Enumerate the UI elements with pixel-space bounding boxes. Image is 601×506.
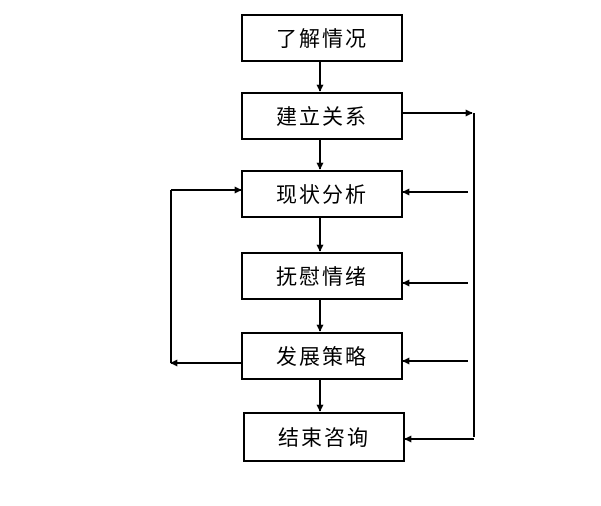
- node-label: 现状分析: [276, 183, 368, 207]
- node-n6: 结束咨询: [243, 412, 405, 462]
- node-n3: 现状分析: [241, 170, 403, 218]
- node-n2: 建立关系: [241, 92, 403, 140]
- node-label: 了解情况: [276, 27, 368, 51]
- node-n4: 抚慰情绪: [241, 252, 403, 300]
- node-n5: 发展策略: [241, 332, 403, 380]
- node-label: 发展策略: [276, 345, 368, 369]
- node-label: 建立关系: [276, 105, 368, 129]
- node-label: 抚慰情绪: [276, 265, 368, 289]
- node-label: 结束咨询: [278, 426, 370, 450]
- connectors: [170, 61, 475, 443]
- node-n1: 了解情况: [241, 14, 403, 62]
